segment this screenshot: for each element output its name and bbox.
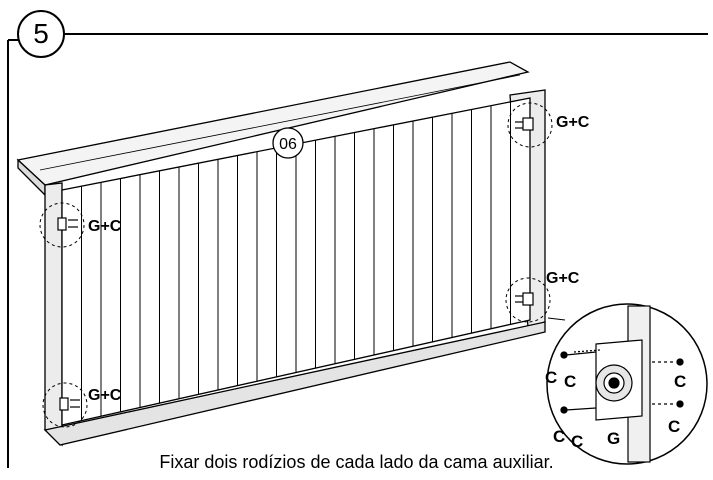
detail-label-c-bottom-right: C — [668, 417, 680, 436]
hardware-marks — [57, 117, 534, 411]
detail-label-c-bottom-2: C — [571, 432, 583, 451]
label-g-c-top-right: G+C — [556, 114, 590, 131]
detail-label-g: G — [607, 429, 620, 448]
callout-circle-bottom-left — [42, 382, 88, 428]
step-number-badge: 5 — [17, 10, 65, 58]
callout-circle-top-right — [507, 102, 553, 148]
instruction-caption: Fixar dois rodízios de cada lado da cama… — [159, 452, 554, 472]
label-g-c-bottom-left: G+C — [88, 387, 122, 404]
part-number-06: 06 — [272, 127, 304, 159]
label-g-c-mid-right: G+C — [546, 270, 580, 287]
step-frame — [7, 33, 708, 468]
label-g-c-mid-left: G+C — [88, 218, 122, 235]
callout-circle-mid-right — [505, 277, 551, 323]
hardware-callouts — [39, 102, 553, 428]
callout-circle-mid-left — [39, 202, 85, 248]
svg-text:06: 06 — [279, 136, 297, 153]
step-number: 5 — [33, 18, 49, 49]
detail-label-c-bottom-1: C — [553, 427, 565, 446]
panel-slats — [81, 101, 511, 421]
detail-leader-line — [547, 317, 566, 321]
detail-label-c-right-1: C — [674, 372, 686, 391]
detail-label-c-left-2: C — [564, 372, 576, 391]
caster-detail-zoom — [546, 303, 708, 465]
detail-label-c-left-1: C — [545, 368, 557, 387]
